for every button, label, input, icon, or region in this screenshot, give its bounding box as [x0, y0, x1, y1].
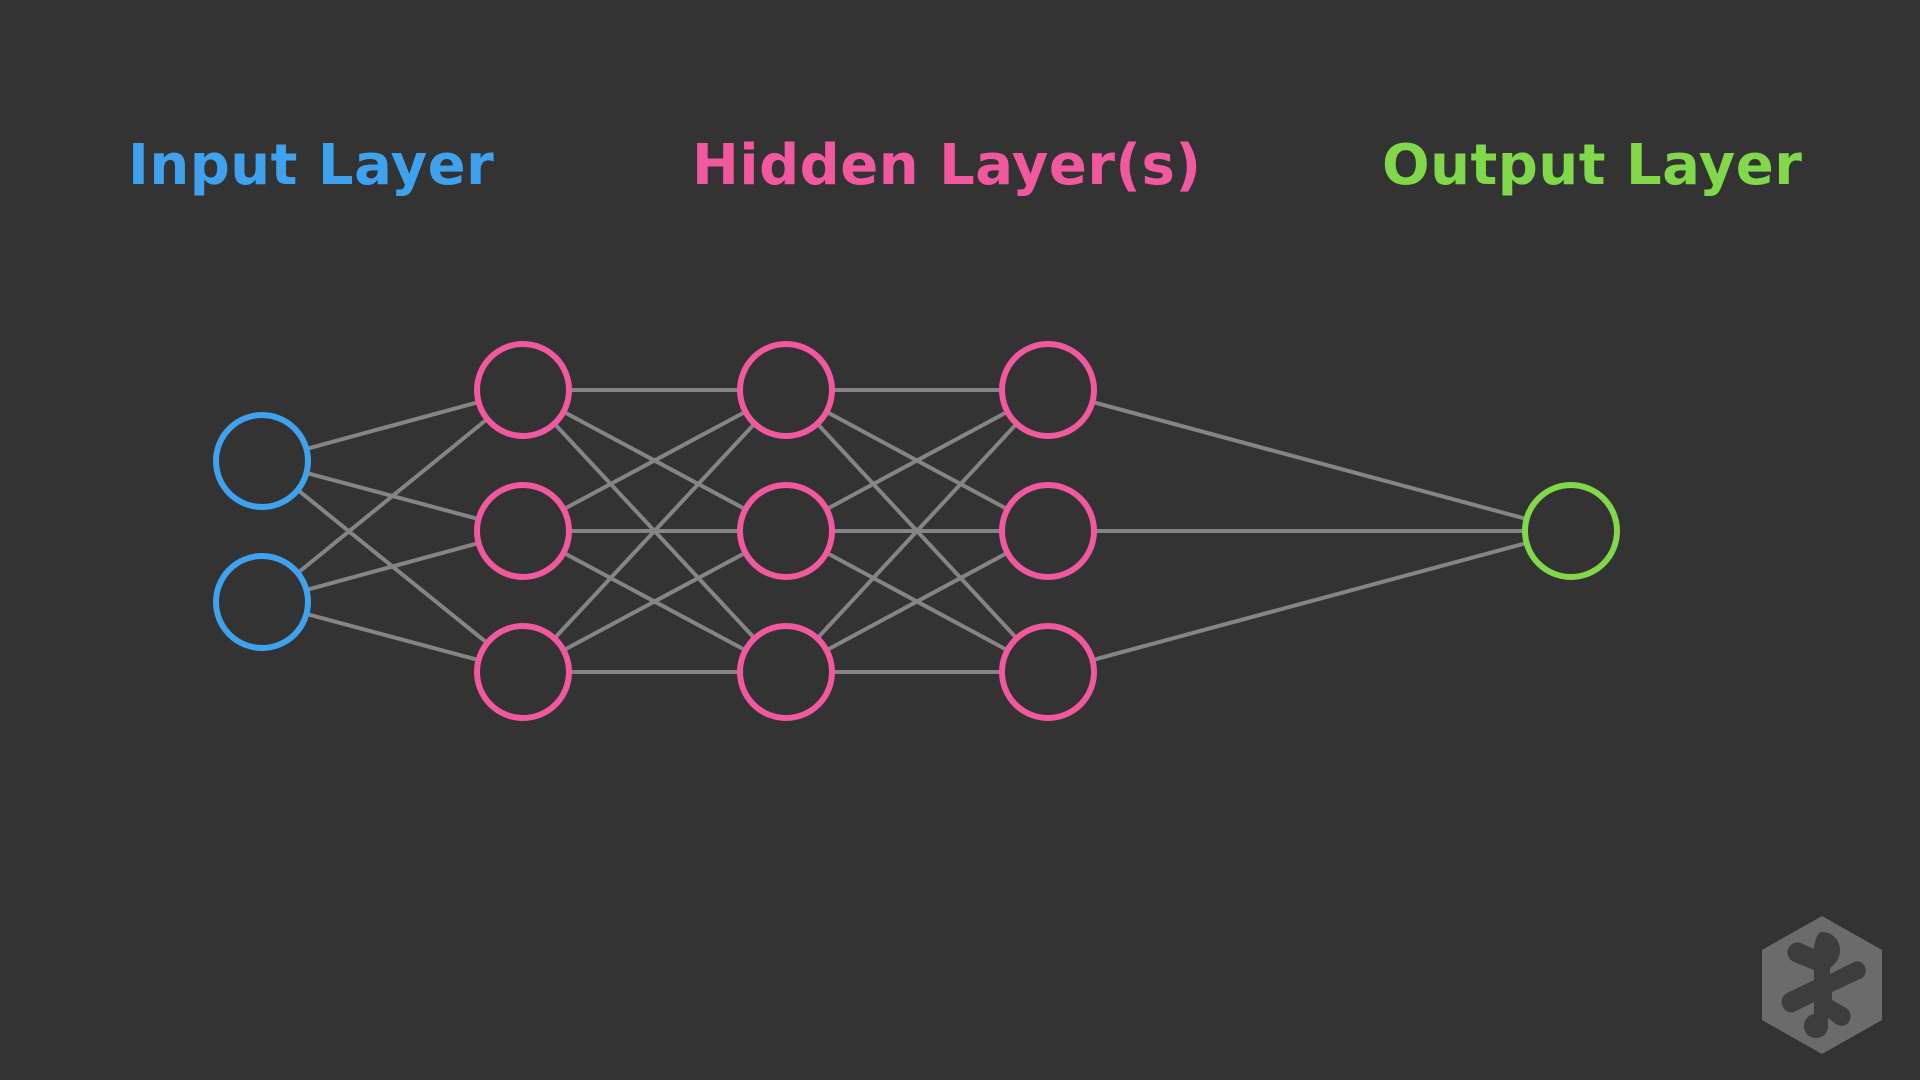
connection-hidden-2-1-to-hidden-3-0: [824, 409, 1010, 512]
neuron-hidden-2-3: [737, 623, 835, 721]
connection-hidden-3-2-to-output-0: [1090, 540, 1529, 663]
connection-input-1-to-hidden-1-1: [304, 541, 481, 592]
neuron-hidden-1-3: [474, 623, 572, 721]
node-group: [213, 341, 1620, 721]
connection-input-1-to-hidden-1-2: [304, 611, 481, 663]
neuron-hidden-2-1: [737, 341, 835, 439]
hidden-layer-label: Hidden Layer(s): [692, 133, 1202, 198]
connection-hidden-2-2-to-hidden-3-0: [815, 421, 1019, 641]
neuron-hidden-2-2: [737, 482, 835, 580]
neuron-hidden-3-3: [999, 623, 1097, 721]
edge-group: [295, 388, 1529, 674]
connection-hidden-1-2-to-hidden-2-1: [561, 550, 748, 653]
connection-hidden-2-2-to-hidden-3-1: [824, 550, 1010, 653]
connection-input-1-to-hidden-1-0: [295, 417, 490, 575]
connection-input-0-to-hidden-1-0: [304, 400, 481, 451]
connection-hidden-1-2-to-hidden-2-0: [552, 421, 757, 641]
neuron-input-1: [213, 412, 311, 510]
neuron-output-1: [1522, 482, 1620, 580]
neuron-hidden-1-2: [474, 482, 572, 580]
input-layer-label: Input Layer: [128, 133, 495, 198]
neuron-hidden-3-2: [999, 482, 1097, 580]
connection-hidden-1-1-to-hidden-2-0: [561, 409, 748, 512]
output-layer-label: Output Layer: [1382, 133, 1803, 198]
neuron-hidden-1-1: [474, 341, 572, 439]
neuron-input-2: [213, 553, 311, 651]
neuron-hidden-3-1: [999, 341, 1097, 439]
treehouse-logo-icon: [1762, 916, 1882, 1054]
connection-hidden-3-0-to-output-0: [1090, 399, 1529, 522]
